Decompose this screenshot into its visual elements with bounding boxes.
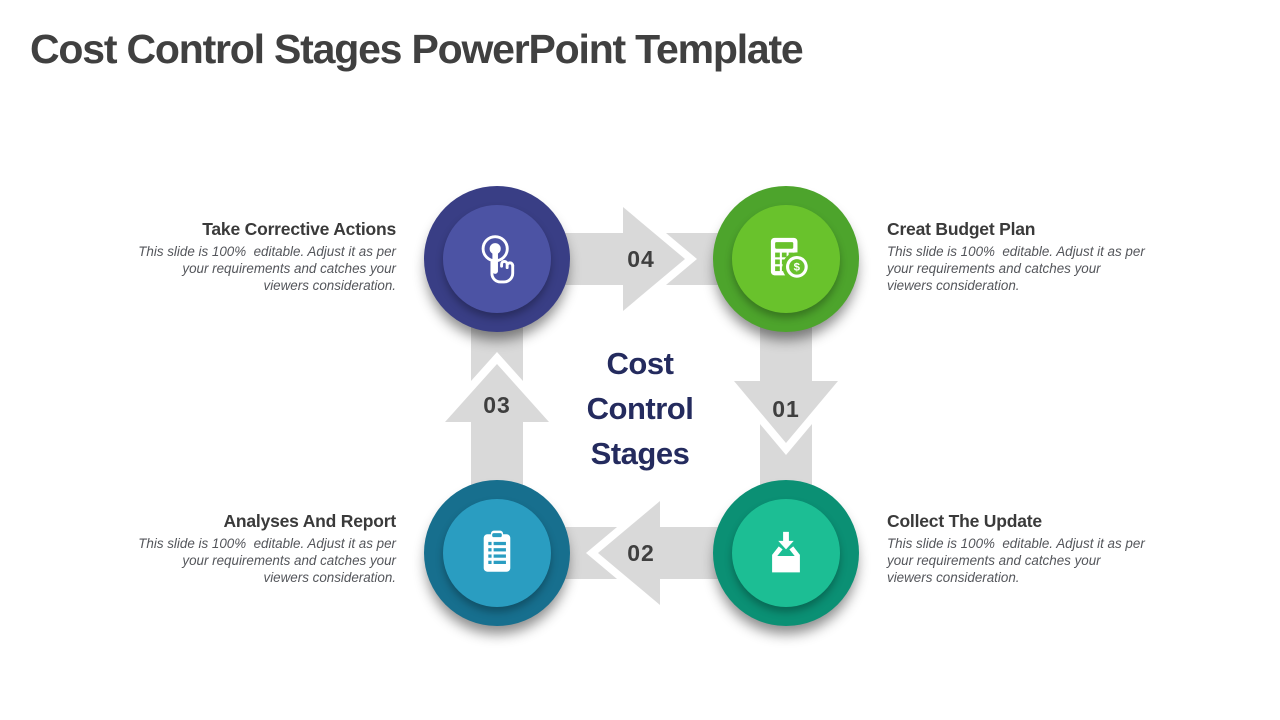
stage-description: This slide is 100% editable. Adjust it a… <box>887 536 1145 586</box>
svg-text:$: $ <box>794 261 801 273</box>
slide-title: Cost Control Stages PowerPoint Template <box>30 26 804 72</box>
stage-circle-take-corrective-actions <box>424 186 570 332</box>
arrow-number: 02 <box>627 540 655 566</box>
stage-description: This slide is 100% editable. Adjust it a… <box>887 244 1145 294</box>
stage-title: Analyses And Report <box>223 511 396 531</box>
stage-circle-analyses-and-report <box>424 480 570 626</box>
stage-title: Creat Budget Plan <box>887 219 1036 239</box>
stage-description: This slide is 100% editable. Adjust it a… <box>138 536 396 586</box>
arrow-number: 03 <box>483 392 511 418</box>
calculator-dollar-icon: $ <box>757 230 815 288</box>
stage-circle-inner: $ <box>732 205 840 313</box>
stage-circle-inner <box>443 499 551 607</box>
stage-title: Take Corrective Actions <box>202 219 396 239</box>
center-title-line: Control <box>586 391 694 426</box>
collect-box-icon <box>757 524 815 582</box>
arrow-number: 04 <box>627 246 655 272</box>
stage-title: Collect The Update <box>887 511 1042 531</box>
center-title: Cost Control Stages <box>540 341 740 476</box>
touch-icon <box>468 230 526 288</box>
stage-description: This slide is 100% editable. Adjust it a… <box>138 244 396 294</box>
stage-text-take-corrective-actions: Take Corrective Actions This slide is 10… <box>116 219 396 295</box>
clipboard-list-icon <box>468 524 526 582</box>
stage-circle-collect-the-update <box>713 480 859 626</box>
center-title-line: Stages <box>590 436 690 471</box>
stage-text-collect-the-update: Collect The Update This slide is 100% ed… <box>887 511 1167 587</box>
arrow-number: 01 <box>772 396 800 422</box>
stage-text-analyses-and-report: Analyses And Report This slide is 100% e… <box>116 511 396 587</box>
stage-circle-inner <box>443 205 551 313</box>
stage-text-creat-budget-plan: Creat Budget Plan This slide is 100% edi… <box>887 219 1167 295</box>
stage-circle-inner <box>732 499 840 607</box>
center-title-line: Cost <box>606 346 674 381</box>
stage-circle-creat-budget-plan: $ <box>713 186 859 332</box>
